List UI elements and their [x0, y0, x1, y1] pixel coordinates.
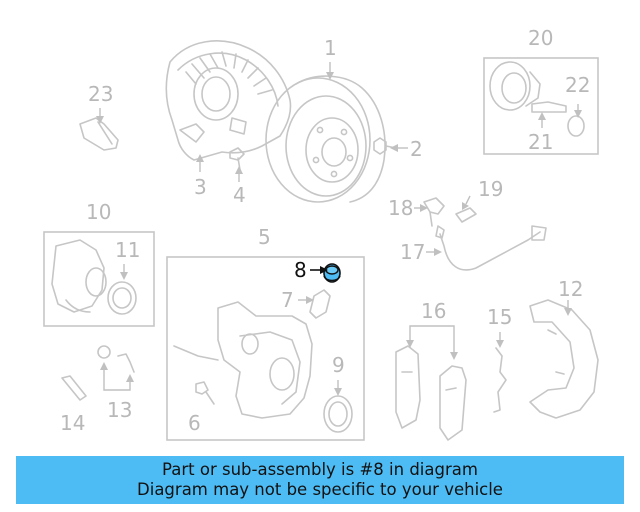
label-21: 21: [528, 130, 553, 154]
label-12: 12: [558, 277, 583, 301]
label-16: 16: [421, 299, 446, 323]
label-15: 15: [487, 305, 512, 329]
hub-assembly-box: [483, 57, 599, 155]
pin-part-14: [61, 375, 87, 401]
label-9: 9: [332, 353, 345, 377]
arrow-3: [196, 154, 204, 172]
arrow-22: [574, 104, 582, 118]
caliper-bracket-part-12: [529, 299, 599, 419]
label-23: 23: [88, 82, 113, 106]
clip-part-19: [455, 207, 477, 223]
arrow-12: [564, 300, 572, 316]
dust-shield-part: [165, 40, 292, 161]
arrow-18: [414, 204, 428, 212]
label-10: 10: [86, 200, 111, 224]
caption-banner: Part or sub-assembly is #8 in diagram Di…: [16, 456, 624, 504]
bushing-part-13: [97, 345, 135, 373]
label-14: 14: [60, 411, 85, 435]
label-1: 1: [324, 36, 337, 60]
label-2: 2: [410, 137, 423, 161]
motor-box: [43, 231, 155, 327]
arrow-1: [326, 62, 334, 80]
label-22: 22: [565, 73, 590, 97]
arrow-2: [390, 144, 408, 152]
caption-line-1: Part or sub-assembly is #8 in diagram: [162, 460, 478, 479]
arrow-16-bracket: [406, 325, 458, 360]
guide-pin-part-7: [309, 289, 331, 319]
arrow-13-bracket: [100, 362, 134, 391]
arrow-7: [298, 296, 314, 304]
label-6: 6: [188, 411, 201, 435]
label-17: 17: [400, 240, 425, 264]
label-18: 18: [388, 196, 413, 220]
bracket-part-18: [423, 197, 445, 227]
arrow-15: [496, 332, 504, 348]
arrow-9: [334, 380, 342, 396]
brake-pads-part-16: [395, 345, 467, 441]
label-7: 7: [281, 288, 294, 312]
bolt-part-6: [195, 381, 215, 405]
label-8: 8: [294, 258, 307, 282]
label-20: 20: [528, 26, 553, 50]
arrow-4: [235, 166, 243, 182]
arrow-21: [538, 112, 546, 128]
label-3: 3: [194, 175, 207, 199]
brake-rotor-part: [265, 75, 386, 203]
brake-hose-part-17: [435, 225, 547, 271]
arrow-17: [426, 248, 442, 256]
arrow-23: [96, 108, 104, 124]
motor-part: [51, 239, 137, 315]
label-5: 5: [258, 225, 271, 249]
caption-line-2: Diagram may not be specific to your vehi…: [137, 480, 503, 499]
sensor-part-23: [79, 117, 119, 151]
label-11: 11: [115, 238, 140, 262]
caliper-box: [166, 256, 365, 441]
arrow-19: [462, 195, 471, 210]
arrow-8: [310, 266, 328, 274]
highlighted-part-8: [323, 263, 341, 283]
spring-clip-part-15: [493, 347, 507, 413]
screw-part-4: [229, 147, 245, 171]
label-19: 19: [478, 177, 503, 201]
caliper-part: [173, 301, 313, 419]
label-4: 4: [233, 183, 246, 207]
hub-part: [489, 61, 585, 137]
arrow-11: [120, 264, 128, 280]
seal-part-9: [323, 395, 353, 433]
label-13: 13: [107, 398, 132, 422]
